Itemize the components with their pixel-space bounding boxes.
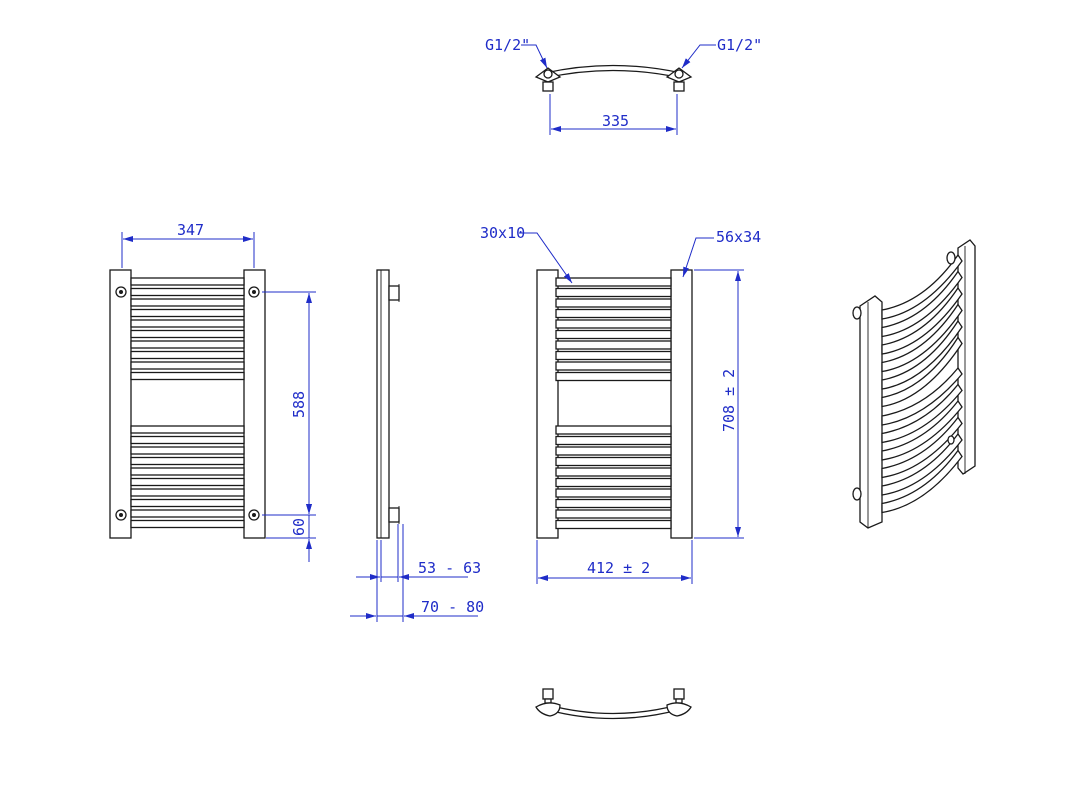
iso-connectors [852, 251, 956, 501]
rung [555, 371, 672, 382]
rung [555, 519, 672, 530]
top-view-rail [544, 64, 682, 74]
rear-width-label: 412 ± 2 [587, 559, 650, 577]
side-view: 53 - 63 70 - 80 [350, 269, 484, 622]
rung [555, 456, 672, 467]
iso-rung [881, 286, 963, 355]
iso-rungs [881, 253, 963, 514]
iso-rung [881, 336, 963, 408]
rung [555, 467, 672, 477]
rung [130, 509, 245, 518]
rung [555, 329, 672, 340]
rung [555, 308, 672, 319]
rung [130, 287, 245, 297]
rung-size-label: 30x10 [480, 224, 525, 242]
front-width-label: 347 [177, 221, 204, 239]
rung [555, 425, 672, 435]
top-view: G1/2" G1/2" 335 [485, 36, 762, 135]
rear-right-column [670, 269, 693, 539]
rung [555, 509, 672, 519]
rung [130, 446, 245, 455]
iso-right-column [957, 239, 976, 475]
rung [130, 277, 245, 286]
rung [555, 361, 672, 371]
side-column [376, 269, 390, 539]
inlet-right-label: G1/2" [717, 36, 762, 54]
rung [130, 519, 245, 529]
rung [130, 350, 245, 360]
column-size-leader [682, 237, 714, 278]
rung [130, 456, 245, 466]
side-top-connector [388, 284, 400, 302]
bottom-view-right-connector [666, 688, 692, 717]
rung [130, 467, 245, 476]
rung [555, 340, 672, 350]
front-right-column [243, 269, 266, 539]
rung [555, 287, 672, 298]
top-view-rail-inner [544, 69, 682, 79]
rung [555, 350, 672, 361]
rung [130, 340, 245, 349]
bottom-view-rail-inner [547, 709, 679, 720]
rung-size-leader [519, 232, 573, 284]
iso-rung [881, 449, 963, 514]
center-height-label: 588 [290, 391, 308, 418]
iso-left-column [859, 295, 883, 529]
inlet-left-leader [521, 44, 548, 69]
rear-left-column [536, 269, 559, 539]
inlet-right-leader [681, 44, 716, 69]
rung [555, 319, 672, 329]
bottom-view-rail [547, 704, 679, 715]
rear-height-label: 708 ± 2 [720, 369, 738, 432]
rung [555, 298, 672, 308]
front-view: 347 588 60 [109, 221, 316, 562]
rear-rungs [555, 277, 672, 530]
inlet-left-label: G1/2" [485, 36, 530, 54]
top-view-right-connector [665, 67, 693, 92]
rung [130, 308, 245, 318]
rung [555, 446, 672, 456]
top-view-left-connector [534, 67, 562, 92]
rear-view: 30x10 56x34 708 ± 2 412 ± 2 [480, 224, 761, 584]
bottom-view [535, 688, 692, 720]
rung [555, 435, 672, 446]
rung [555, 488, 672, 498]
depth-max-label: 70 - 80 [421, 598, 484, 616]
bottom-offset-label: 60 [290, 518, 308, 536]
iso-rung [881, 416, 963, 479]
iso-rung [881, 303, 963, 373]
iso-rung [881, 366, 963, 426]
rung [555, 498, 672, 509]
isometric-view [852, 239, 976, 529]
rung [130, 435, 245, 445]
rung [130, 361, 245, 370]
rung [130, 498, 245, 508]
rung [555, 477, 672, 488]
rung [130, 477, 245, 487]
rung [130, 488, 245, 497]
rung [130, 425, 245, 434]
top-width-label: 335 [602, 112, 629, 130]
front-connection-holes [115, 286, 260, 521]
side-bottom-connector [388, 506, 400, 524]
bottom-view-left-connector [535, 688, 561, 717]
iso-rung [881, 319, 963, 390]
front-rungs [130, 277, 245, 529]
column-size-label: 56x34 [716, 228, 761, 246]
front-left-column [109, 269, 132, 539]
rung [130, 329, 245, 339]
iso-rung [881, 270, 963, 338]
rung [130, 319, 245, 328]
rung [130, 371, 245, 381]
depth-min-label: 53 - 63 [418, 559, 481, 577]
rung [555, 277, 672, 287]
iso-rung [881, 383, 963, 444]
iso-rung [881, 399, 963, 461]
rung [130, 298, 245, 307]
